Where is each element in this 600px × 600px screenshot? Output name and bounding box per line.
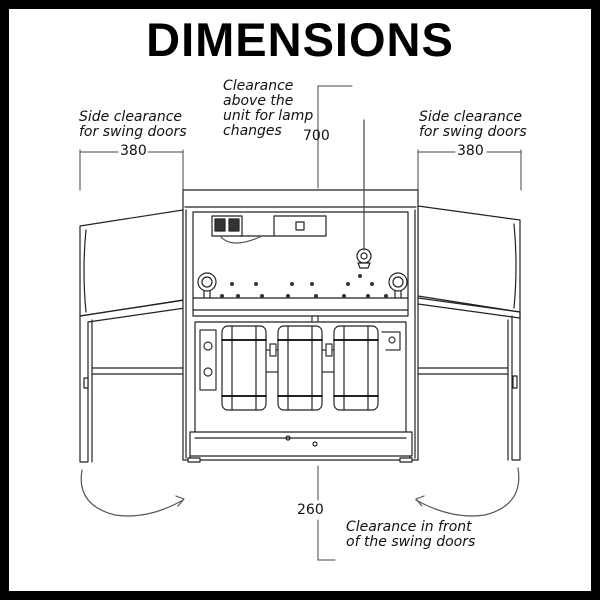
label-line: Clearance — [223, 78, 294, 94]
dimension-lines — [79, 85, 522, 561]
label-line: for swing doors — [79, 124, 187, 140]
top-clearance-label: Clearance above the unit for lamp change… — [223, 79, 313, 139]
left-swing-door — [79, 209, 186, 517]
top-clearance-value: 700 — [303, 128, 330, 144]
cabinet-feet — [187, 457, 413, 463]
front-clearance-label: Clearance in front of the swing doors — [346, 520, 475, 550]
label-line: for swing doors — [419, 124, 527, 140]
knobs — [197, 119, 408, 299]
control-panel — [211, 215, 327, 244]
piping — [199, 315, 401, 391]
filter-housing — [221, 325, 267, 411]
label-line: unit for lamp — [223, 108, 314, 124]
mounting-holes — [220, 274, 388, 298]
label-line: Side clearance — [79, 109, 183, 125]
front-clearance-value: 260 — [297, 502, 324, 518]
label-line: of the swing doors — [346, 534, 476, 550]
side-clearance-left-label: Side clearance for swing doors — [79, 110, 187, 140]
label-line: above the — [223, 93, 294, 109]
side-clearance-left-value: 380 — [120, 143, 147, 159]
side-clearance-right-label: Side clearance for swing doors — [419, 110, 527, 140]
side-clearance-right-value: 380 — [457, 143, 484, 159]
filter-housing — [277, 325, 323, 411]
page-title: DIMENSIONS — [146, 13, 454, 66]
right-swing-door — [415, 205, 521, 517]
filter-housings — [221, 325, 379, 411]
filter-housing — [333, 325, 379, 411]
label-line: Clearance in front — [346, 519, 472, 535]
label-line: changes — [223, 123, 282, 139]
label-line: Side clearance — [419, 109, 523, 125]
